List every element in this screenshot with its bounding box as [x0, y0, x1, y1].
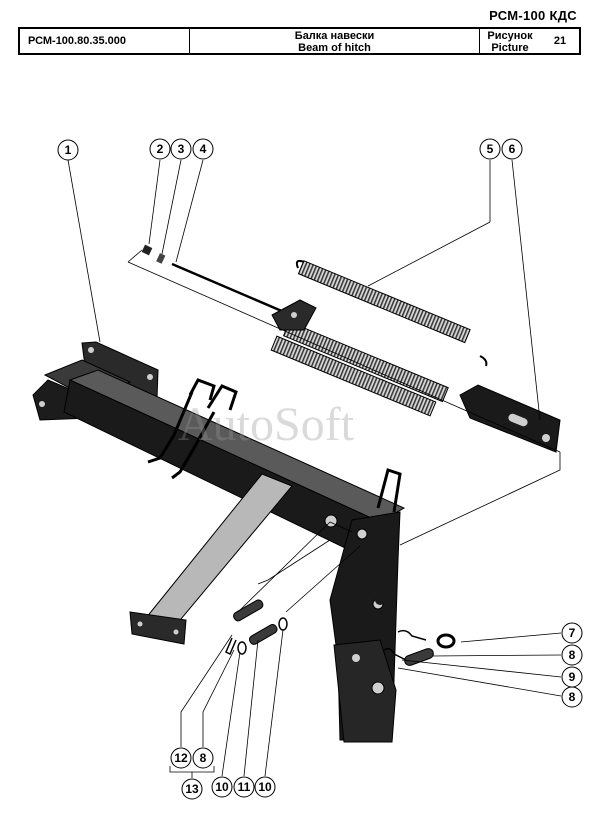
model-title: РСМ-100 КДС	[489, 8, 577, 23]
hitch-plate-lower	[333, 639, 397, 743]
part-name-en: Beam of hitch	[298, 42, 371, 54]
svg-text:8: 8	[569, 648, 576, 662]
callout-4: 4	[192, 138, 214, 160]
callout-10-left: 10	[211, 776, 233, 798]
svg-text:7: 7	[569, 626, 576, 640]
callout-11: 11	[233, 776, 255, 798]
part-name: Балка навески Beam of hitch	[190, 29, 480, 54]
callout-2: 2	[149, 138, 171, 160]
callout-3: 3	[170, 138, 192, 160]
washer-pin	[278, 617, 288, 631]
callout-7: 7	[561, 622, 583, 644]
callout-13: 13	[181, 778, 203, 800]
svg-text:11: 11	[238, 780, 251, 794]
washer-right	[436, 633, 456, 649]
callout-8-lower: 8	[561, 686, 583, 708]
callouts: 1 2 3 4 5 6 7 8 9 8 12 8 13 10 11 10	[57, 138, 583, 800]
washer-small	[237, 641, 247, 655]
svg-text:4: 4	[200, 142, 207, 156]
svg-text:8: 8	[200, 751, 207, 765]
svg-text:3: 3	[178, 142, 185, 156]
hitch-beam	[32, 341, 406, 743]
svg-text:8: 8	[569, 690, 576, 704]
spring-assembly	[141, 244, 561, 453]
picture-number: 21	[553, 35, 567, 47]
svg-text:6: 6	[509, 142, 516, 156]
brace-foot	[129, 611, 187, 645]
callout-8-group: 8	[192, 747, 214, 769]
part-name-ru: Балка навески	[294, 30, 375, 42]
callout-6: 6	[501, 138, 523, 160]
spring-lower-2	[270, 335, 437, 417]
cotter-pin-right	[397, 629, 427, 641]
title-block: РСМ-100.80.35.000 Балка навески Beam of …	[18, 27, 581, 55]
callout-1: 1	[57, 139, 79, 161]
pin-upper	[233, 599, 264, 622]
part-code: РСМ-100.80.35.000	[20, 29, 190, 53]
assembly-lines	[127, 249, 561, 613]
u-bolt-right	[376, 468, 402, 513]
u-bolt-mid	[171, 384, 238, 480]
svg-text:10: 10	[215, 780, 229, 794]
rod	[171, 262, 299, 320]
svg-text:1: 1	[65, 143, 72, 157]
picture-label-ru: Рисунок	[487, 30, 533, 42]
diagonal-brace	[145, 473, 293, 626]
svg-text:2: 2	[157, 142, 164, 156]
spring-top	[297, 260, 471, 344]
callout-9: 9	[561, 666, 583, 688]
svg-text:9: 9	[569, 670, 576, 684]
svg-text:10: 10	[258, 780, 272, 794]
svg-text:5: 5	[487, 142, 494, 156]
callout-12: 12	[170, 747, 192, 769]
svg-text:12: 12	[174, 751, 188, 765]
picture-label: Рисунок Picture	[480, 29, 540, 54]
washer-part	[156, 253, 166, 264]
callout-8-upper: 8	[561, 644, 583, 666]
callout-5: 5	[479, 138, 501, 160]
spring-clip	[383, 647, 407, 661]
cotter-pin-left	[225, 637, 237, 656]
u-bolt-left	[147, 378, 216, 464]
svg-text:13: 13	[185, 782, 199, 796]
nut-part	[141, 244, 153, 256]
picture-label-en: Picture	[491, 42, 529, 54]
pin-right	[404, 648, 434, 666]
callout-10-right: 10	[254, 776, 276, 798]
bushing	[248, 623, 278, 645]
leader-lines	[67, 159, 562, 778]
watermark-text: AutoSoft	[178, 398, 355, 451]
